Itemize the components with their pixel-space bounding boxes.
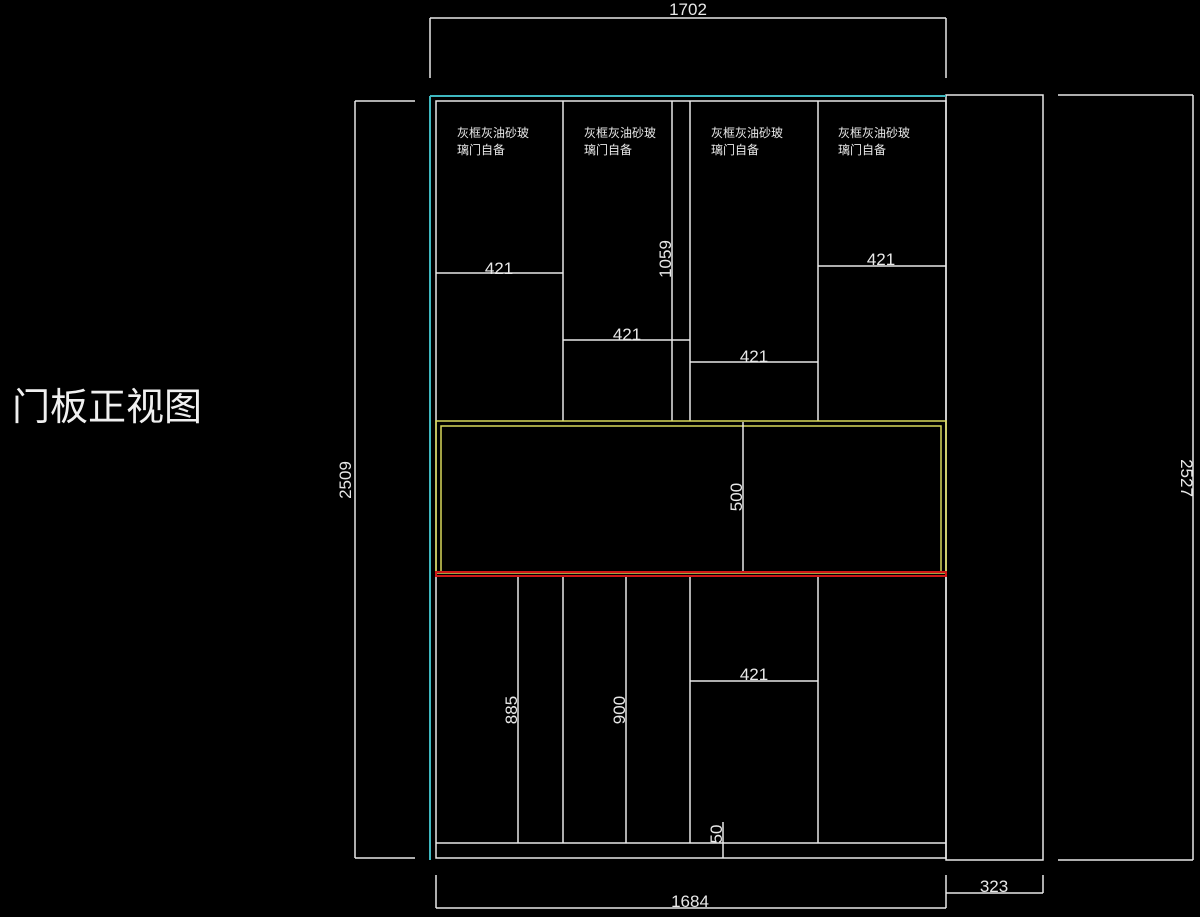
bottom-width-label: 1684 — [671, 892, 709, 911]
plinth-label: 50 — [707, 825, 726, 844]
right-height-label: 2527 — [1177, 459, 1196, 497]
middle-band-label: 500 — [727, 483, 746, 511]
shelf-dim-label: 421 — [485, 259, 513, 278]
top-width-label: 1702 — [669, 0, 707, 19]
upper-gap-label: 1059 — [656, 240, 675, 278]
top-width-dimension: 1702 — [429, 0, 947, 78]
bottom-width-dimension: 1684 — [435, 875, 947, 911]
panel-note: 灰框灰油砂玻 — [584, 126, 656, 140]
shelf-dim-label: 421 — [613, 325, 641, 344]
base-line-red — [435, 571, 947, 577]
panel-note: 灰框灰油砂玻 — [457, 126, 529, 140]
panel-note: 璃门自备 — [457, 142, 505, 157]
lower-mid-label: 900 — [610, 696, 629, 724]
shelf-dim-label: 421 — [740, 665, 768, 684]
left-height-label: 2509 — [336, 461, 355, 499]
middle-open-band: 500 — [435, 420, 947, 577]
side-depth-label: 323 — [980, 877, 1008, 896]
panel-note: 灰框灰油砂玻 — [838, 126, 910, 140]
panel-note: 璃门自备 — [711, 142, 759, 157]
side-panel — [945, 94, 1044, 861]
left-height-dimension: 2509 — [336, 100, 415, 859]
drawing-title: 门板正视图 — [12, 385, 202, 429]
right-height-dimension: 2527 — [1058, 94, 1196, 861]
panel-note: 璃门自备 — [584, 142, 632, 157]
panel-note: 璃门自备 — [838, 142, 886, 157]
lower-door-section: 421 885 900 50 — [502, 577, 819, 858]
shelf-dim-label: 421 — [740, 347, 768, 366]
side-depth-dimension: 323 — [946, 875, 1044, 896]
cabinet-frame — [435, 100, 947, 859]
lower-left-label: 885 — [502, 696, 521, 724]
upper-door-section: 421 421 421 421 1059 灰框灰油砂玻 璃门自备 灰框灰油砂玻 … — [436, 101, 946, 421]
panel-note: 灰框灰油砂玻 — [711, 126, 783, 140]
shelf-dim-label: 421 — [867, 250, 895, 269]
